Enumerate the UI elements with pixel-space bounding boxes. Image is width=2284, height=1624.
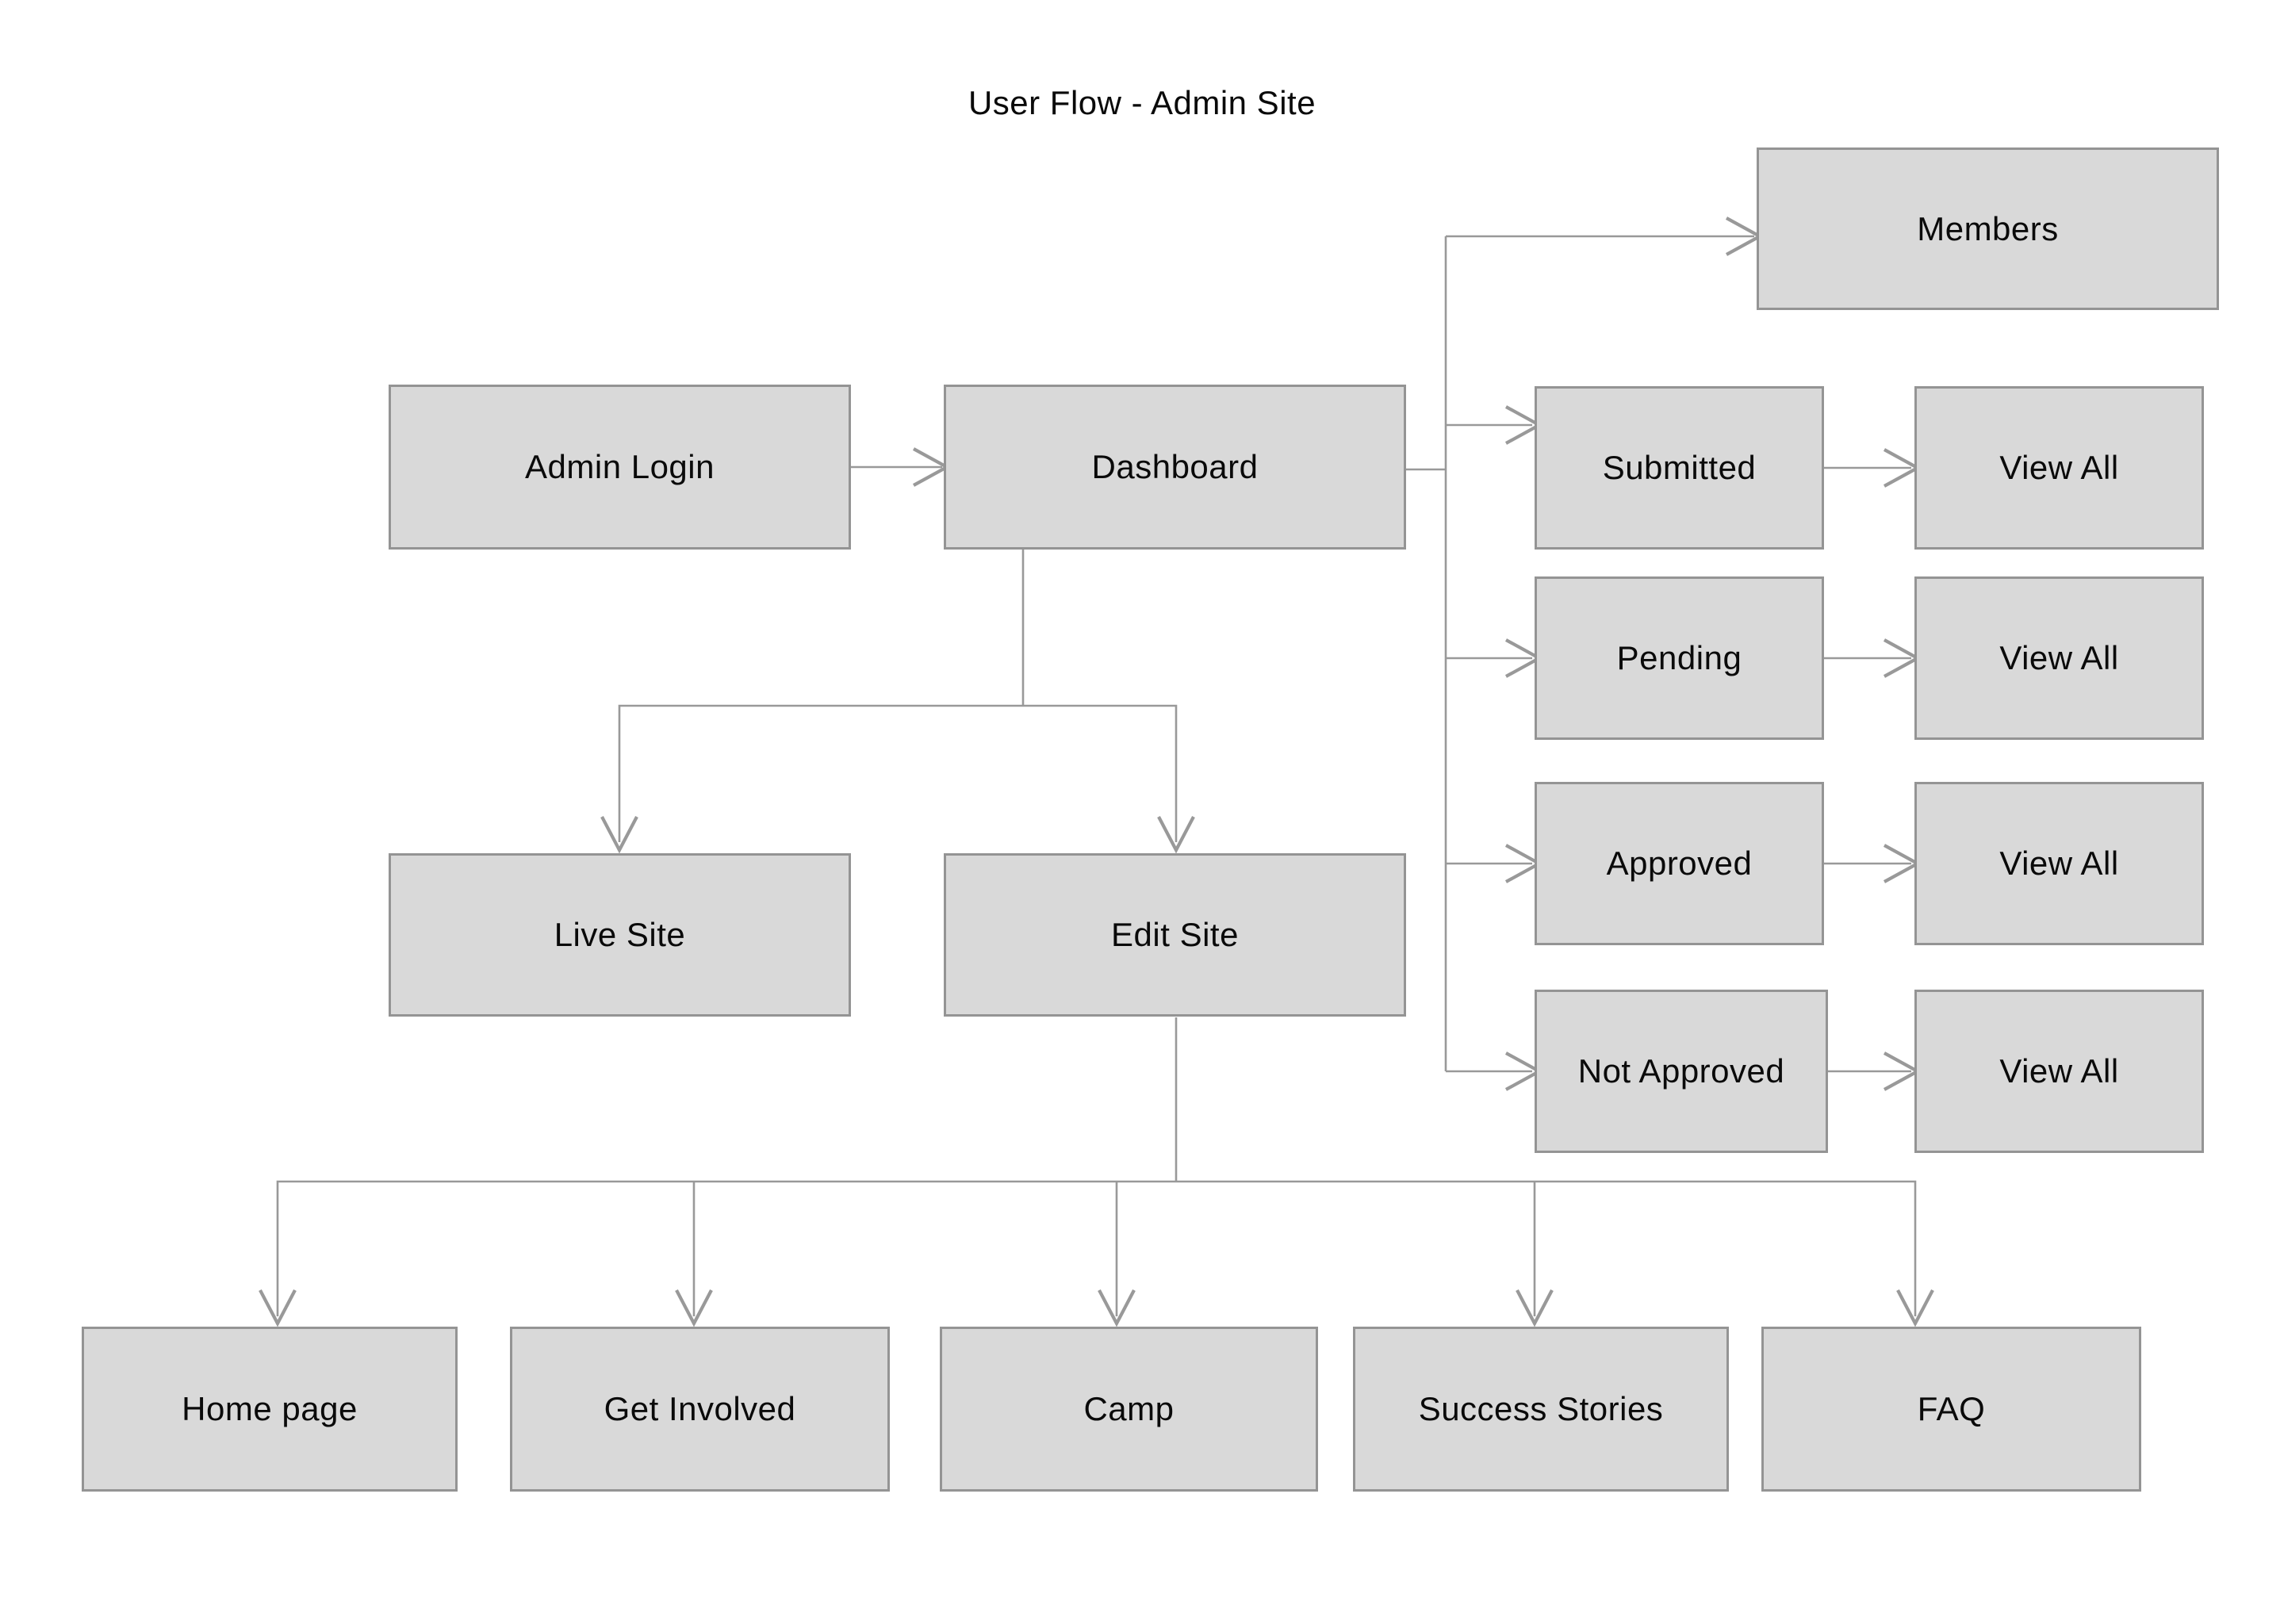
node-label: Get Involved xyxy=(604,1390,796,1427)
node-label: Home page xyxy=(182,1390,358,1427)
node-label: Dashboard xyxy=(1091,448,1259,485)
node-success-stories: Success Stories xyxy=(1353,1327,1729,1492)
edge-pending-to-view-all xyxy=(1824,638,1922,678)
node-view-all-pending: View All xyxy=(1914,576,2204,740)
node-camp: Camp xyxy=(940,1327,1318,1492)
node-label: View All xyxy=(1999,639,2119,676)
node-edit-site: Edit Site xyxy=(944,853,1406,1017)
arrow-down-icon xyxy=(600,816,638,854)
arrow-down-icon xyxy=(675,1289,713,1327)
arrow-down-icon xyxy=(1157,816,1195,854)
edge-approved-to-view-all xyxy=(1824,844,1922,883)
arrow-down-icon xyxy=(259,1289,297,1327)
node-label: View All xyxy=(1999,449,2119,486)
node-view-all-approved: View All xyxy=(1914,782,2204,945)
node-label: Pending xyxy=(1616,639,1742,676)
node-approved: Approved xyxy=(1535,782,1824,945)
edge-dashboard-to-members xyxy=(1446,216,1764,256)
node-label: Submitted xyxy=(1602,449,1757,486)
node-label: Camp xyxy=(1083,1390,1175,1427)
edge-edit-site-to-camp xyxy=(1098,1182,1136,1327)
node-members: Members xyxy=(1757,147,2219,310)
edge-dashboard-trunk xyxy=(1406,236,1447,1071)
node-label: Admin Login xyxy=(525,448,715,485)
node-live-site: Live Site xyxy=(389,853,851,1017)
edge-edit-site-to-success-stories xyxy=(1516,1182,1554,1327)
node-pending: Pending xyxy=(1535,576,1824,740)
node-admin-login: Admin Login xyxy=(389,385,851,550)
edge-dashboard-to-pending xyxy=(1446,638,1543,678)
node-label: Members xyxy=(1917,209,2059,247)
node-view-all-not-approved: View All xyxy=(1914,990,2204,1153)
edge-dashboard-to-live-site xyxy=(600,704,1023,854)
edge-submitted-to-view-all xyxy=(1824,448,1922,488)
node-label: View All xyxy=(1999,845,2119,882)
node-home-page: Home page xyxy=(82,1327,458,1492)
node-label: Live Site xyxy=(554,916,686,953)
arrow-down-icon xyxy=(1516,1289,1554,1327)
node-label: FAQ xyxy=(1917,1390,1986,1427)
edge-dashboard-to-submitted xyxy=(1446,405,1543,445)
node-label: Success Stories xyxy=(1418,1390,1664,1427)
node-faq: FAQ xyxy=(1761,1327,2141,1492)
edge-edit-site-to-faq xyxy=(1176,1180,1934,1327)
node-label: Edit Site xyxy=(1111,916,1239,953)
node-submitted: Submitted xyxy=(1535,386,1824,550)
diagram-title: User Flow - Admin Site xyxy=(968,84,1316,121)
edge-not-approved-to-view-all xyxy=(1828,1051,1922,1091)
edge-admin-login-to-dashboard xyxy=(851,447,951,487)
arrow-down-icon xyxy=(1896,1289,1934,1327)
node-not-approved: Not Approved xyxy=(1535,990,1828,1153)
edge-edit-site-to-home-page xyxy=(259,1180,1176,1327)
edge-dashboard-to-edit-site xyxy=(1023,704,1195,854)
edge-dashboard-to-not-approved xyxy=(1446,1051,1543,1091)
edge-edit-site-to-get-involved xyxy=(675,1182,713,1327)
node-get-involved: Get Involved xyxy=(510,1327,890,1492)
arrow-down-icon xyxy=(1098,1289,1136,1327)
edge-dashboard-to-approved xyxy=(1446,844,1543,883)
node-label: View All xyxy=(1999,1052,2119,1090)
node-dashboard: Dashboard xyxy=(944,385,1406,550)
node-view-all-submitted: View All xyxy=(1914,386,2204,550)
node-label: Not Approved xyxy=(1577,1052,1785,1090)
node-label: Approved xyxy=(1606,845,1753,882)
